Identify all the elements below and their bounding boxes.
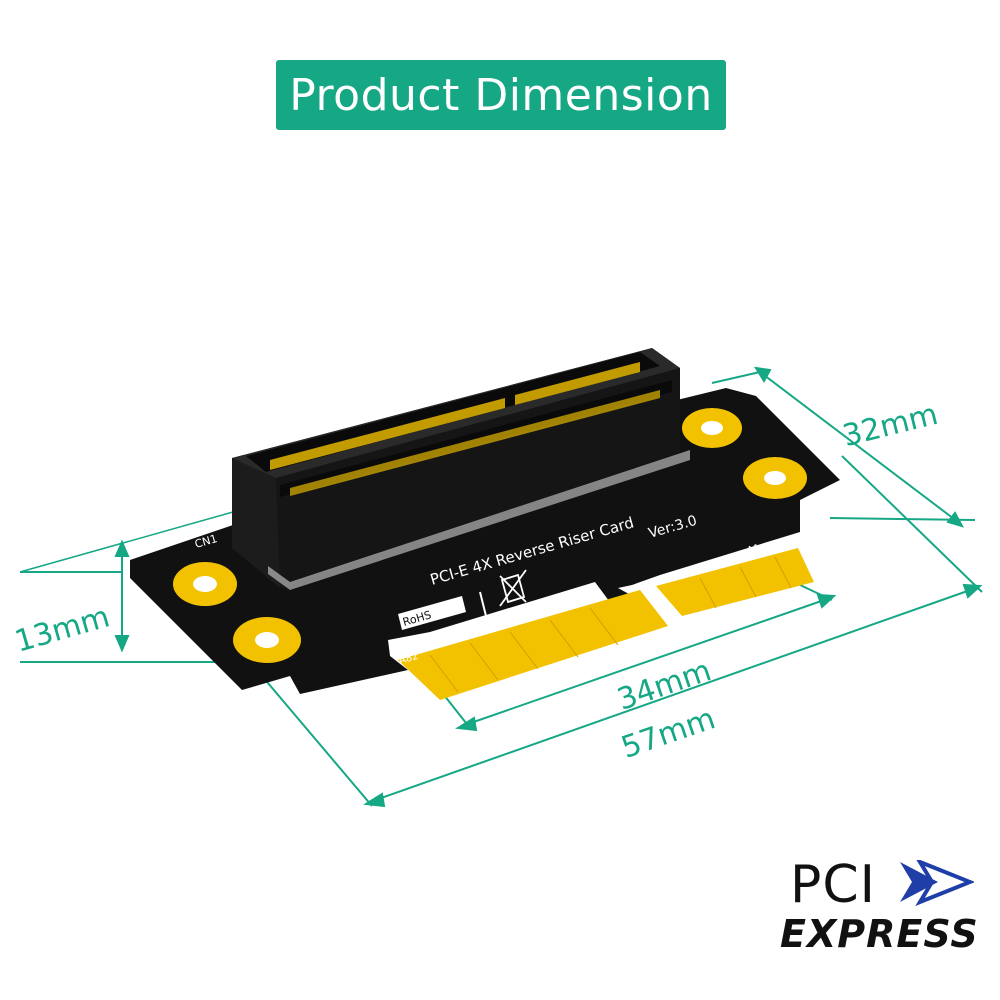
slot-silkscreen xyxy=(268,450,690,590)
gold-finger-lines xyxy=(429,556,792,693)
page-title: Product Dimension xyxy=(289,69,713,121)
dim-32-arrow-bottom xyxy=(946,511,965,528)
dim-57-ext-left xyxy=(261,675,373,807)
riser-card: PCI-E 4X Reverse Riser Card Ver:3.0 CN1 … xyxy=(130,348,840,700)
dim-57-line xyxy=(369,587,977,803)
dim-57-arrow-left xyxy=(363,792,386,808)
dim-32-ext-top xyxy=(711,371,761,384)
pci-express-chevron-icon xyxy=(900,860,974,906)
logo-express-text: EXPRESS xyxy=(780,912,979,956)
dim-57-ext-right xyxy=(841,455,983,593)
mount-hole-3 xyxy=(682,408,742,448)
pcie-slot-front xyxy=(276,368,680,588)
dim-13-arrow-bottom xyxy=(114,635,130,653)
pin-a82-label: A82 xyxy=(398,651,420,667)
dim-34-line xyxy=(461,597,831,727)
mount-hole-1 xyxy=(173,562,237,606)
dim-34-arrow-left xyxy=(455,716,478,732)
dimension-lines xyxy=(19,366,983,808)
title-badge: Product Dimension xyxy=(276,60,726,130)
pin-a1-label: A1 xyxy=(746,543,762,557)
slot-pins xyxy=(270,362,660,496)
mount-hole-2 xyxy=(233,617,301,663)
logo-pci-text: PCI xyxy=(790,855,877,915)
divider xyxy=(479,591,487,617)
mount-hole-4 xyxy=(743,457,807,499)
gold-fingers-main xyxy=(398,590,668,700)
dim-ext-side xyxy=(19,509,241,573)
crossed-out-wheeled-bin-icon xyxy=(499,569,531,611)
gold-fingers-short xyxy=(656,548,814,616)
dim-32-arrow-top xyxy=(754,366,772,383)
dim-13-arrow-top xyxy=(114,539,130,557)
connector-label: CN1 xyxy=(193,532,219,551)
dim-34-arrow-right xyxy=(816,593,837,609)
dim-57-arrow-right xyxy=(962,583,983,599)
dim-32-line xyxy=(759,371,959,523)
